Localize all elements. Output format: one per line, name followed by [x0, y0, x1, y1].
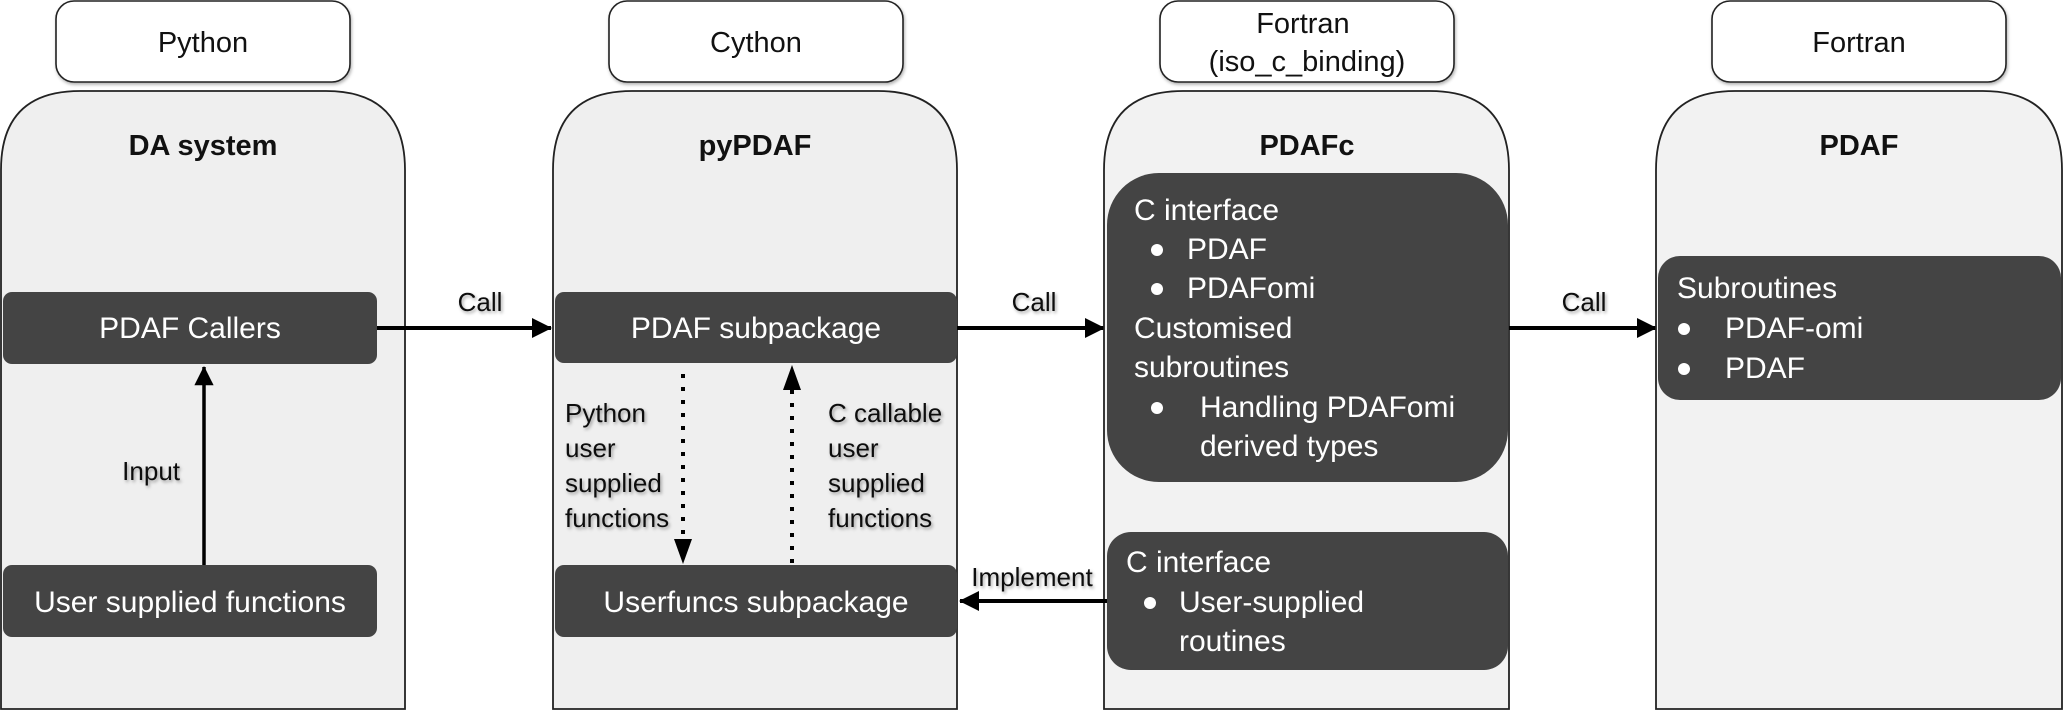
- column-title: DA system: [129, 130, 278, 162]
- block-heading: Customised: [1134, 312, 1292, 345]
- bullet-item: User-supplied: [1179, 586, 1364, 619]
- c-interface-user-block[interactable]: [1107, 532, 1508, 670]
- language-label: Fortran (iso_c_binding): [1209, 8, 1406, 78]
- c-interface-user-content: C interface User-supplied routines: [1126, 546, 1364, 658]
- block-heading: Subroutines: [1677, 272, 1837, 305]
- bullet-icon: [1678, 363, 1690, 375]
- bullet-item: routines: [1179, 625, 1286, 658]
- subroutines-content: Subroutines PDAF-omi PDAF: [1677, 272, 1863, 385]
- c-interface-main-block[interactable]: [1107, 173, 1508, 482]
- c-callable-label: C callable user supplied functions: [828, 398, 949, 533]
- bullet-icon: [1144, 597, 1156, 609]
- bullet-item: PDAFomi: [1187, 272, 1315, 305]
- arrowhead-down-icon: [674, 539, 692, 564]
- call-label-1: Call: [458, 287, 503, 317]
- language-label: Cython: [710, 27, 802, 59]
- block-heading: C interface: [1126, 546, 1271, 579]
- block-label: User supplied functions: [34, 586, 346, 619]
- layer-cython: Cython pyPDAF PDAF subpackage Userfuncs …: [552, 0, 958, 710]
- block-heading: subroutines: [1134, 351, 1289, 384]
- block-label: PDAF Callers: [99, 312, 281, 345]
- bullet-icon: [1151, 283, 1163, 295]
- arrowhead-up-icon: [783, 365, 801, 390]
- bullet-icon: [1151, 244, 1163, 256]
- user-functions-block[interactable]: [3, 565, 377, 637]
- block-heading: C interface: [1134, 194, 1279, 227]
- layer-fortran: Fortran PDAF Subroutines PDAF-omi PDAF: [1655, 0, 2063, 710]
- column-title: pyPDAF: [699, 130, 812, 162]
- c-interface-main-content: C interface PDAF PDAFomi Customised subr…: [1134, 194, 1455, 463]
- input-label: Input: [122, 456, 181, 486]
- language-box-cython: [608, 0, 904, 83]
- layer-python: Python DA system PDAF Callers User suppl…: [0, 0, 406, 710]
- call-label-2: Call: [1012, 287, 1057, 317]
- bullet-item: PDAF: [1725, 352, 1805, 385]
- language-label: Fortran: [1812, 27, 1905, 59]
- bullet-item: PDAF-omi: [1725, 312, 1863, 345]
- bullet-icon: [1151, 402, 1163, 414]
- language-box-python: [55, 0, 351, 83]
- implement-label: Implement: [971, 562, 1093, 592]
- layer-fortran-iso-c: Fortran (iso_c_binding) PDAFc C interfac…: [1103, 0, 1510, 710]
- bullet-icon: [1678, 323, 1690, 335]
- language-box-fortran: [1711, 0, 2007, 83]
- call-label-3: Call: [1562, 287, 1607, 317]
- bullet-item: PDAF: [1187, 233, 1267, 266]
- python-funcs-label: Python user supplied functions: [565, 398, 669, 533]
- column-title: PDAFc: [1259, 130, 1354, 162]
- pdaf-subpackage-block[interactable]: [555, 292, 957, 363]
- bullet-item: derived types: [1200, 430, 1378, 463]
- column-pypdaf: [552, 90, 958, 710]
- language-box-fortran-iso-c: [1159, 0, 1455, 83]
- column-title: PDAF: [1820, 130, 1899, 162]
- block-label: Userfuncs subpackage: [603, 586, 908, 619]
- bullet-item: Handling PDAFomi: [1200, 391, 1455, 424]
- pdaf-callers-block[interactable]: [3, 292, 377, 364]
- userfuncs-subpackage-block[interactable]: [555, 565, 957, 637]
- block-label: PDAF subpackage: [631, 312, 881, 345]
- language-label: Python: [158, 27, 248, 59]
- subroutines-block[interactable]: [1658, 256, 2061, 400]
